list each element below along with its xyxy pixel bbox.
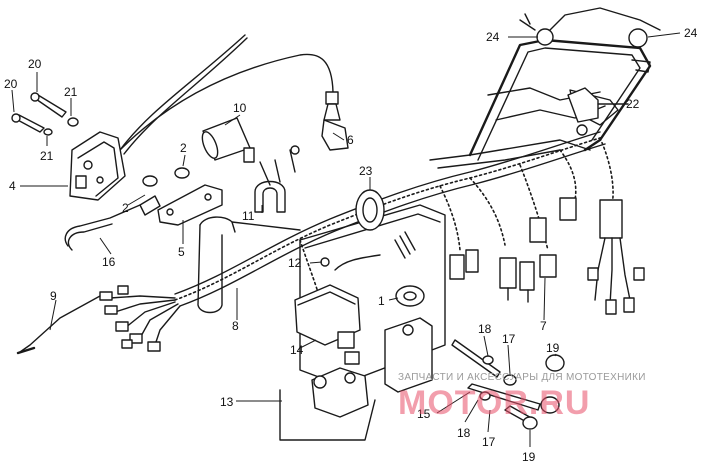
callout-19-lower: 19: [522, 450, 536, 464]
regulator-13: [279, 367, 376, 441]
callout-18-upper: 18: [478, 322, 492, 336]
callout-12: 12: [288, 256, 302, 270]
connectors-7: [449, 197, 645, 315]
frame-tube-left: [197, 216, 301, 314]
callout-19-upper: 19: [546, 341, 560, 355]
screws-20-21: [11, 92, 79, 136]
watermark-logo: MOTOR.RU: [398, 384, 591, 422]
component-10: [201, 117, 255, 163]
bolts-2: [139, 167, 190, 216]
callout-9: 9: [50, 289, 57, 303]
clip-16: [64, 204, 141, 251]
callout-4: 4: [9, 179, 16, 193]
relay-14: [294, 284, 361, 365]
mount-plate: [384, 317, 433, 393]
callout-17-lower: 17: [482, 435, 496, 449]
callout-labels: 20 21 20 21 4 2 2 16 5 10 11 6 12 23 1 8…: [4, 26, 698, 464]
callout-17-upper: 17: [502, 332, 516, 346]
callout-20-upper: 20: [28, 57, 42, 71]
callout-22: 22: [626, 97, 640, 111]
bracket-5: [157, 184, 223, 226]
callout-11: 11: [242, 209, 255, 223]
callout-10: 10: [233, 101, 247, 115]
callout-8: 8: [232, 319, 239, 333]
callout-15: 15: [417, 407, 431, 421]
callout-2-right: 2: [180, 141, 187, 155]
callout-13: 13: [220, 395, 234, 409]
callout-23: 23: [359, 164, 373, 178]
callout-18-lower: 18: [457, 426, 471, 440]
switch-housing-4: [69, 131, 126, 201]
callout-2-left: 2: [122, 201, 129, 215]
callout-24-right: 24: [684, 26, 698, 40]
left-wire-bundle: [16, 285, 181, 355]
callout-6: 6: [347, 133, 354, 147]
callout-14: 14: [290, 343, 304, 357]
callout-21-upper: 21: [64, 85, 78, 99]
callout-1: 1: [378, 294, 385, 308]
callout-21-lower: 21: [40, 149, 54, 163]
cables-upper-left: [119, 34, 349, 155]
callout-24-left: 24: [486, 30, 500, 44]
callout-7: 7: [540, 319, 547, 333]
grommet-1: [395, 285, 425, 307]
bracket-22: [567, 87, 629, 123]
callout-16: 16: [102, 255, 116, 269]
callout-5: 5: [178, 245, 185, 259]
callout-20-lower: 20: [4, 77, 18, 91]
clamp-11: [254, 145, 300, 213]
leader-lines: [11, 32, 681, 447]
hardware-17-18-19: [451, 339, 565, 430]
frame-structure: [429, 7, 661, 169]
main-harness: [174, 131, 614, 307]
watermark-tagline: ЗАПЧАСТИ И АКСЕССУАРЫ ДЛЯ МОТОТЕХНИКИ: [398, 372, 646, 383]
